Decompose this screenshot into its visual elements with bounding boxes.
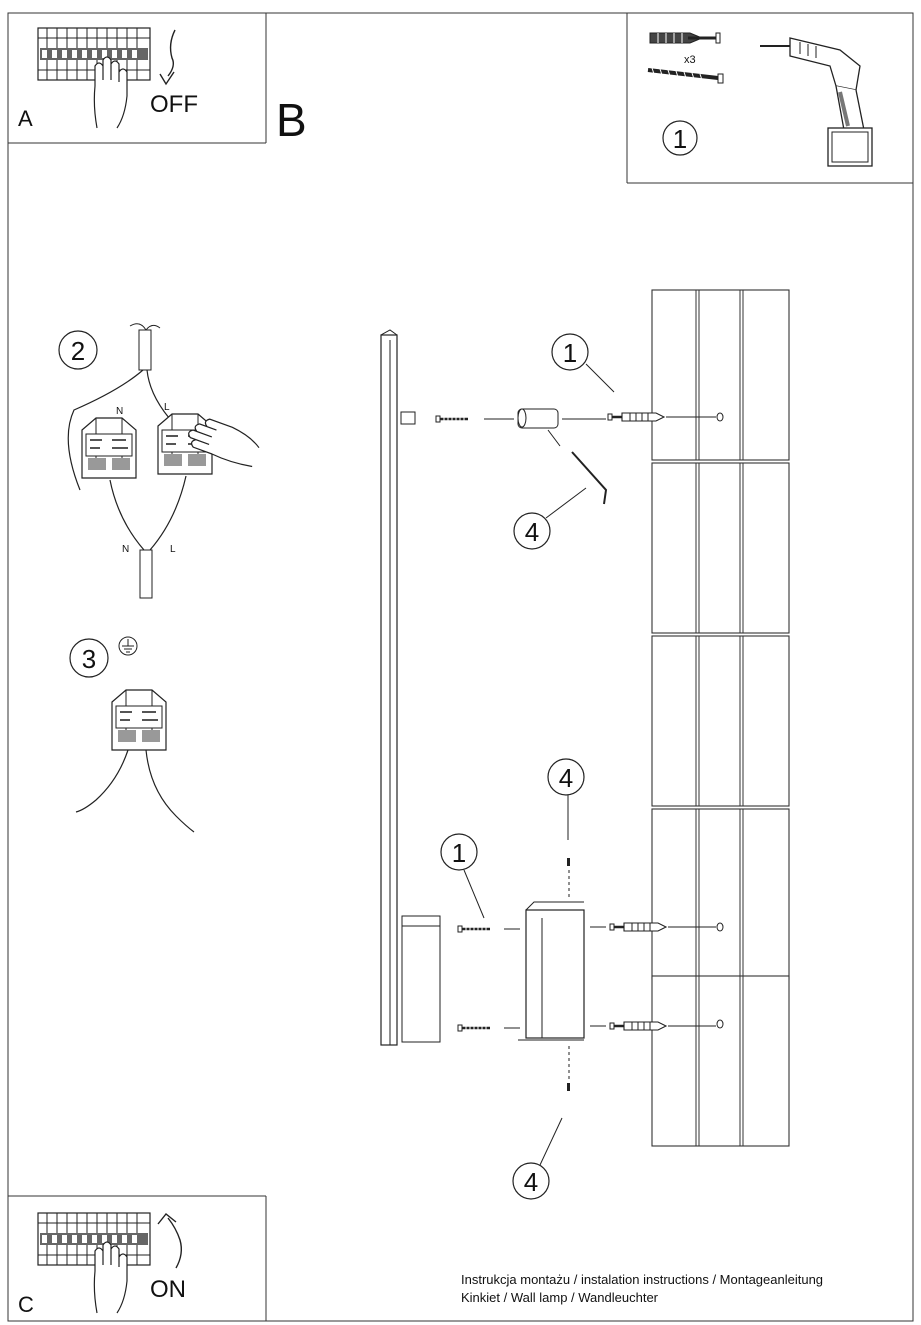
- wall-plate: [651, 635, 790, 807]
- wire-l-bottom-label: L: [170, 544, 176, 555]
- panel-a-power-off: A OFF: [18, 27, 198, 131]
- mounting-bracket-icon: [518, 901, 585, 1041]
- footer-subtitle: Kinkiet / Wall lamp / Wandleuchter: [461, 1290, 658, 1305]
- screw-icon: [647, 67, 724, 84]
- callout-screw-top: 4: [525, 517, 539, 547]
- panel-b-letter: B: [276, 94, 307, 146]
- panel-a-letter: A: [18, 106, 33, 131]
- wall-plug-icon: [606, 411, 666, 423]
- wall-plate: [651, 975, 790, 1147]
- tools-panel: x3 1: [647, 32, 873, 167]
- wire-n-top-label: N: [116, 406, 123, 417]
- off-label: OFF: [150, 91, 198, 118]
- callout-anchor-bottom: 1: [452, 838, 466, 868]
- arrow-down-icon: [167, 29, 176, 77]
- panel-c-letter: C: [18, 1292, 34, 1317]
- page-frame: [7, 12, 914, 1322]
- earth-step: 3: [69, 636, 195, 833]
- screw-icon: [434, 414, 470, 424]
- drill-icon: [760, 37, 873, 167]
- wiring-step-number: 2: [71, 336, 85, 366]
- lamp-rail: [380, 329, 441, 1046]
- wall-plate: [651, 808, 790, 980]
- connector-n-icon: [81, 417, 137, 479]
- footer-title: Instrukcja montażu / instalation instruc…: [461, 1272, 824, 1287]
- wall-plate: [651, 289, 790, 461]
- tools-step-number: 1: [673, 124, 687, 154]
- wall-plug-icon: [608, 1020, 668, 1032]
- breaker-box-icon: [37, 27, 151, 81]
- grub-screw-icon: [567, 1083, 570, 1091]
- screw-icon: [456, 1023, 492, 1033]
- wall: [651, 289, 790, 1147]
- bottom-mounting: 4 1 4: [440, 758, 716, 1200]
- screw-icon: [456, 924, 492, 934]
- top-mounting: 1 4: [434, 333, 716, 550]
- callout-screw-upper: 4: [559, 763, 573, 793]
- footer-caption: Instrukcja montażu / instalation instruc…: [461, 1271, 823, 1307]
- wire-l-top-label: L: [164, 402, 170, 413]
- ground-symbol-icon: [118, 636, 138, 656]
- spacer-icon: [517, 408, 559, 429]
- quantity-label: x3: [684, 54, 696, 66]
- breaker-box-icon: [37, 1212, 151, 1266]
- earth-step-number: 3: [82, 644, 96, 674]
- wall-plug-icon: [608, 921, 668, 933]
- wall-plate: [651, 462, 790, 634]
- hex-key-icon: [571, 451, 608, 505]
- wiring-step: 2 N L N L: [58, 323, 264, 599]
- callout-anchor-top: 1: [563, 338, 577, 368]
- connector-earth-icon: [111, 689, 167, 751]
- wire-n-bottom-label: N: [122, 544, 129, 555]
- arrow-up-icon: [167, 1217, 183, 1269]
- wall-plug-icon: [649, 32, 721, 44]
- panel-c-power-on: C ON: [18, 1212, 186, 1317]
- on-label: ON: [150, 1276, 186, 1303]
- grub-screw-icon: [567, 858, 570, 866]
- callout-screw-lower: 4: [524, 1167, 538, 1197]
